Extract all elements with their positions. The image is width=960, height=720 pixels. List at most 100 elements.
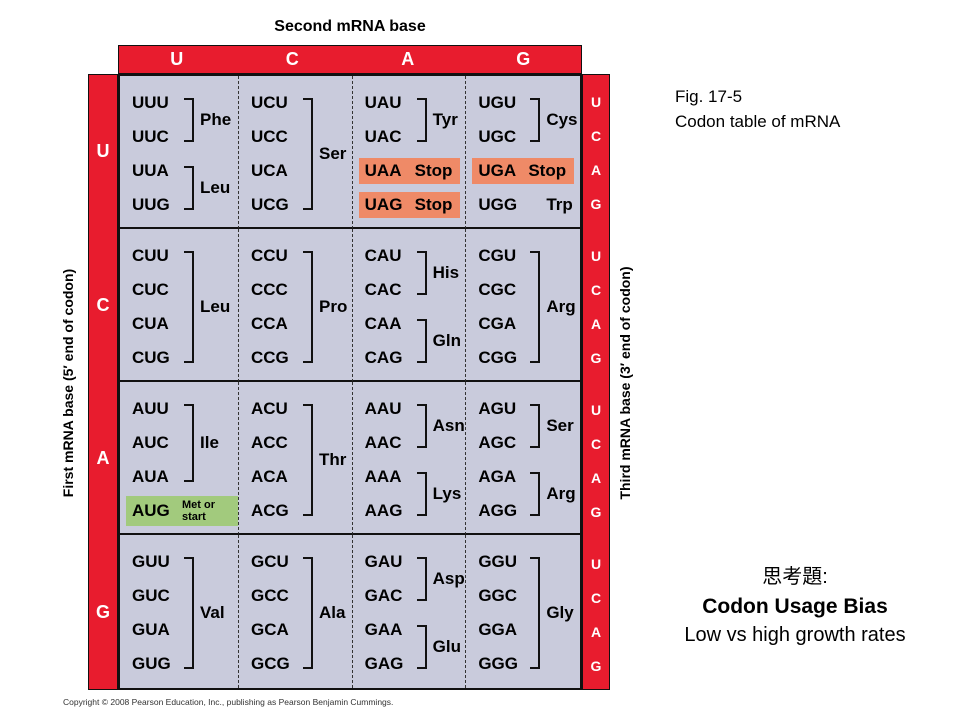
bracket bbox=[416, 557, 427, 601]
codon: CCC bbox=[251, 280, 288, 299]
amino-acid-label: Stop bbox=[528, 161, 567, 180]
codon: CUA bbox=[132, 314, 169, 333]
amino-acid-label: Ala bbox=[319, 603, 346, 622]
codon: GCA bbox=[251, 620, 289, 639]
codon: ACU bbox=[251, 399, 288, 418]
codon: ACC bbox=[251, 433, 288, 452]
bracket bbox=[416, 319, 427, 363]
codon: UAU bbox=[364, 93, 402, 112]
third-base-letter: G bbox=[590, 658, 602, 674]
bracket bbox=[303, 251, 313, 363]
codon: UGC bbox=[478, 127, 517, 146]
third-base-letter: C bbox=[590, 128, 602, 144]
bracket bbox=[184, 166, 194, 210]
second-base-letter: U bbox=[170, 49, 184, 69]
discussion-note-block: 思考題: Codon Usage Bias Low vs high growth… bbox=[630, 563, 960, 650]
third-base-letter: A bbox=[590, 162, 602, 178]
codon: UAG bbox=[364, 195, 403, 214]
codon: CCA bbox=[251, 314, 288, 333]
codon: CAG bbox=[364, 348, 403, 367]
codon: UCC bbox=[251, 127, 288, 146]
third-base-letter: A bbox=[590, 624, 602, 640]
third-base-letter: U bbox=[590, 402, 602, 418]
bracket bbox=[303, 98, 313, 210]
amino-acid-label: Thr bbox=[319, 450, 347, 469]
first-base-letter: G bbox=[95, 601, 110, 622]
codon: CGC bbox=[478, 280, 517, 299]
bracket bbox=[530, 251, 541, 363]
codon: AUU bbox=[132, 399, 169, 418]
bracket bbox=[416, 472, 427, 516]
first-base-letter: U bbox=[96, 141, 110, 162]
amino-acid-label: Leu bbox=[200, 178, 231, 197]
third-base-letter: U bbox=[590, 94, 602, 110]
third-base-letter: A bbox=[590, 316, 602, 332]
codon: GAU bbox=[364, 552, 403, 571]
codon: GGU bbox=[478, 552, 518, 571]
bracket bbox=[184, 404, 194, 482]
amino-acid-label: Stop bbox=[414, 195, 453, 214]
bracket bbox=[416, 625, 427, 669]
codon: CGA bbox=[478, 314, 517, 333]
amino-acid-label: Ile bbox=[200, 433, 219, 452]
amino-acid-label: His bbox=[432, 263, 460, 282]
amino-acid-label: Glu bbox=[432, 637, 461, 656]
highlight-group: UAG Stop bbox=[358, 188, 466, 222]
amino-acid-label: Arg bbox=[546, 297, 576, 316]
bracket bbox=[530, 404, 541, 448]
codon: GGG bbox=[478, 654, 518, 673]
first-base-axis-title: First mRNA base (5′ end of codon) bbox=[60, 268, 76, 498]
codon: UAA bbox=[364, 161, 402, 180]
codon: UCG bbox=[251, 195, 289, 214]
codon: GCU bbox=[251, 552, 289, 571]
bracket bbox=[530, 557, 541, 669]
codon-column: GAU GAC bbox=[365, 545, 415, 613]
codon: ACA bbox=[251, 467, 288, 486]
codon: GCC bbox=[251, 586, 289, 605]
codon: GUC bbox=[132, 586, 170, 605]
codon: GAC bbox=[364, 586, 403, 605]
codon: GGC bbox=[478, 586, 518, 605]
note-topic: Codon Usage Bias bbox=[702, 595, 888, 618]
amino-acid-label: Leu bbox=[200, 297, 231, 316]
second-base-letter: G bbox=[516, 49, 531, 69]
codon: GUA bbox=[132, 620, 170, 639]
codon: UCA bbox=[251, 161, 288, 180]
bracket bbox=[184, 98, 194, 142]
codon: UAC bbox=[364, 127, 402, 146]
